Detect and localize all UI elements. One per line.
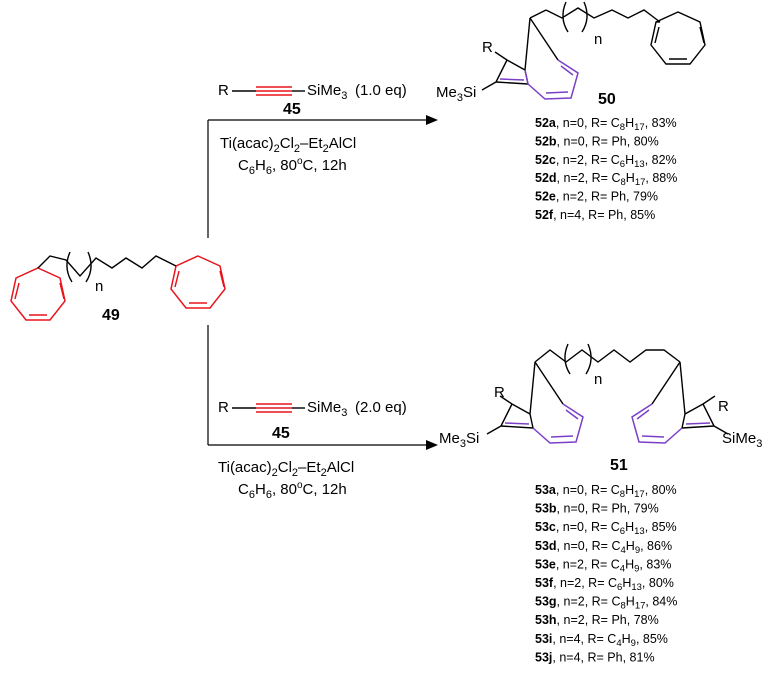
table-row: 52e, n=2, R= Ph, 79% bbox=[535, 190, 658, 204]
table-row: 52a, n=0, R= C8H17, 83% bbox=[535, 116, 677, 133]
compound-49-label: 49 bbox=[102, 307, 120, 324]
svg-text:R: R bbox=[718, 398, 729, 415]
conditions-top: Ti(acac)2Cl2–Et2AlCl C6H6, 80oC, 12h bbox=[220, 135, 356, 177]
svg-text:n: n bbox=[594, 371, 602, 388]
svg-text:Ti(acac)2Cl2–Et2AlCl: Ti(acac)2Cl2–Et2AlCl bbox=[218, 459, 354, 479]
svg-text:Me3Si: Me3Si bbox=[439, 430, 479, 450]
subscript-n: n bbox=[95, 278, 103, 295]
svg-text:Me3Si: Me3Si bbox=[436, 84, 476, 104]
svg-text:SiMe3: SiMe3 bbox=[307, 82, 347, 102]
table-row: 52b, n=0, R= Ph, 80% bbox=[535, 134, 659, 148]
table-row: 53d, n=0, R= C4H9, 86% bbox=[535, 539, 672, 556]
yield-table-53: 53a, n=0, R= C8H17, 80% 53b, n=0, R= Ph, … bbox=[535, 483, 677, 664]
svg-text:R: R bbox=[218, 399, 229, 416]
table-row: 53g, n=2, R= C8H17, 84% bbox=[535, 595, 677, 612]
compound-51-structure bbox=[486, 343, 729, 444]
svg-text:C6H6, 80oC, 12h: C6H6, 80oC, 12h bbox=[238, 480, 347, 501]
reagent-45-label-top: 45 bbox=[283, 101, 301, 118]
table-row: 52c, n=2, R= C6H13, 82% bbox=[535, 153, 677, 170]
table-row: 53f, n=2, R= C6H13, 80% bbox=[535, 576, 674, 593]
svg-text:SiMe3: SiMe3 bbox=[307, 399, 347, 419]
reagent-bottom: R SiMe3 (2.0 eq) bbox=[218, 399, 407, 419]
yield-table-52: 52a, n=0, R= C8H17, 83%52b, n=0, R= Ph, … bbox=[535, 116, 677, 222]
table-row: 53j, n=4, R= Ph, 81% bbox=[535, 650, 655, 664]
svg-text:Ti(acac)2Cl2–Et2AlCl: Ti(acac)2Cl2–Et2AlCl bbox=[220, 135, 356, 155]
svg-text:SiMe3: SiMe3 bbox=[722, 430, 762, 450]
table-row: 52f, n=4, R= Ph, 85% bbox=[535, 208, 655, 222]
table-row: 53b, n=0, R= Ph, 79% bbox=[535, 502, 659, 516]
table-row: 53c, n=0, R= C6H13, 85% bbox=[535, 520, 677, 537]
table-row: 53h, n=2, R= Ph, 78% bbox=[535, 613, 659, 627]
reagent-45-label-bottom: 45 bbox=[272, 425, 290, 442]
svg-text:R: R bbox=[494, 384, 505, 401]
conditions-bottom: Ti(acac)2Cl2–Et2AlCl C6H6, 80oC, 12h bbox=[218, 459, 354, 501]
compound-49-structure bbox=[10, 251, 226, 321]
svg-text:R: R bbox=[482, 39, 493, 56]
table-row: 53a, n=0, R= C8H17, 80% bbox=[535, 483, 677, 500]
table-row: 53i, n=4, R= C4H9, 85% bbox=[535, 632, 668, 649]
svg-text:C6H6, 80oC, 12h: C6H6, 80oC, 12h bbox=[238, 156, 347, 177]
svg-text:n: n bbox=[594, 31, 602, 48]
reaction-arrows bbox=[207, 115, 438, 450]
reagent-top: R SiMe3 (1.0 eq) bbox=[218, 82, 407, 102]
compound-50-structure bbox=[481, 1, 706, 100]
table-row: 52d, n=2, R= C8H17, 88% bbox=[535, 171, 677, 188]
table-row: 53e, n=2, R= C4H9, 83% bbox=[535, 557, 671, 574]
compound-51-label: 51 bbox=[610, 457, 628, 474]
svg-text:(2.0 eq): (2.0 eq) bbox=[355, 399, 407, 416]
compound-50-label: 50 bbox=[598, 91, 616, 108]
svg-text:(1.0 eq): (1.0 eq) bbox=[355, 82, 407, 99]
svg-text:R: R bbox=[218, 82, 229, 99]
